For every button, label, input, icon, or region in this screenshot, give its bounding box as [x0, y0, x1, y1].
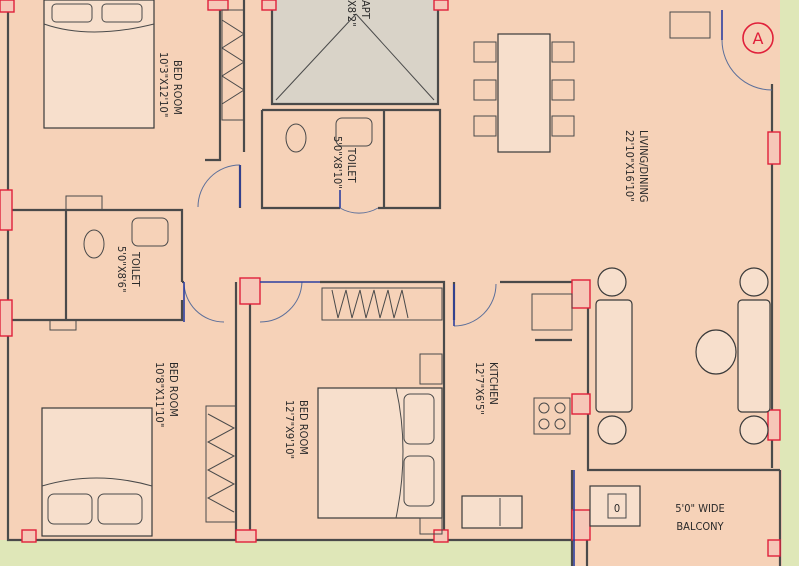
label-bedroom-top-left: BED ROOM 10'3"X12'10" — [157, 52, 184, 117]
room-dims: 12'7"X9'10" — [283, 400, 296, 459]
room-name: BED ROOM — [167, 362, 180, 417]
room-name: TOILET — [129, 251, 142, 288]
label-living-dining: LIVING/DINING 22'10"X16'10" — [623, 130, 650, 202]
room-name: APT — [359, 0, 372, 20]
bed-top-left — [43, 0, 155, 129]
section-marker: A — [742, 22, 774, 54]
lift-shaft — [272, 0, 438, 104]
label-bedroom-bottom-mid: BED ROOM 12'7"X9'10" — [283, 400, 310, 459]
svg-text:A: A — [753, 29, 764, 48]
label-kitchen: KITCHEN 12'7"X6'5" — [473, 362, 500, 415]
balcony-line2: BALCONY — [676, 520, 724, 533]
wardrobe-top — [221, 9, 245, 121]
room-dims: X8'2" — [345, 0, 358, 27]
label-toilet-top: TOILET 5'0"X8'10" — [331, 136, 358, 189]
room-name: LIVING/DINING — [637, 130, 650, 202]
balcony-line1: 5'0" WIDE — [675, 502, 725, 515]
wardrobe-bottom-left — [205, 405, 237, 523]
label-bedroom-bottom-left: BED ROOM 10'8"X11'10" — [153, 362, 180, 427]
room-dims: 5'0"X8'6" — [115, 246, 128, 293]
kitchen-fixtures — [461, 293, 641, 529]
dining-table — [473, 33, 575, 153]
room-dims: 12'7"X6'5" — [473, 362, 486, 415]
room-name: BED ROOM — [297, 400, 310, 455]
fridge-label: 0 — [614, 502, 620, 515]
living-furniture — [595, 267, 771, 445]
bed-bottom-mid — [317, 353, 443, 535]
room-dims: 10'3"X12'10" — [157, 52, 170, 117]
room-dims: 22'10"X16'10" — [623, 130, 636, 202]
room-dims: 5'0"X8'10" — [331, 136, 344, 189]
room-name: TOILET — [345, 147, 358, 184]
room-name: KITCHEN — [487, 362, 500, 405]
room-name: BED ROOM — [171, 60, 184, 115]
columns — [0, 0, 781, 557]
lift-cross — [275, 13, 435, 101]
label-toilet-left: TOILET 5'0"X8'6" — [115, 246, 142, 293]
label-balcony: 5'0" WIDE BALCONY — [675, 502, 725, 533]
bed-bottom-left — [41, 407, 153, 537]
room-dims: 10'8"X11'10" — [153, 362, 166, 427]
toilet-fixtures — [49, 11, 711, 331]
wardrobe-mid — [321, 287, 443, 321]
label-lift: APT X8'2" — [345, 0, 372, 27]
doors — [183, 10, 773, 566]
